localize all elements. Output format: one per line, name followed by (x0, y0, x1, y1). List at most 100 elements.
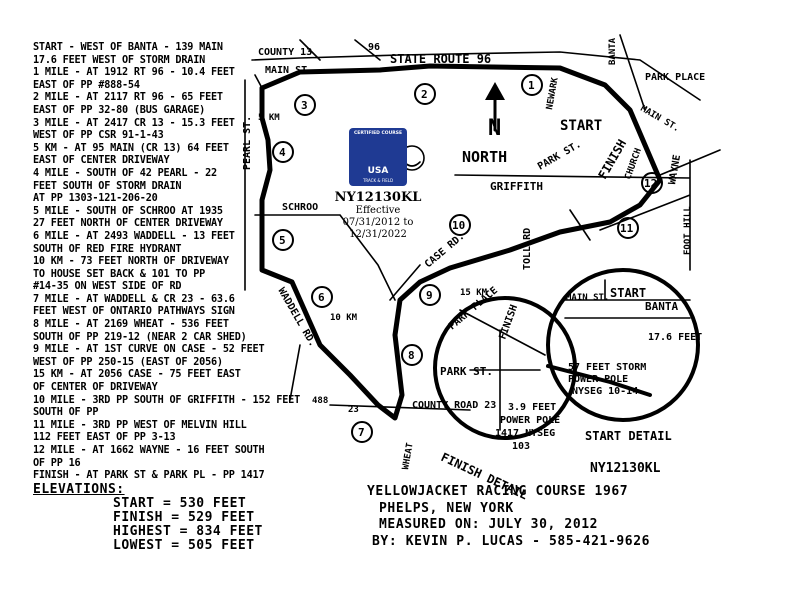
road-county-13: COUNTY 13 (258, 47, 312, 58)
road-main-st-right: MAIN ST. (639, 104, 682, 134)
finish-detail-park-st: PARK ST. (440, 365, 493, 378)
cert-code: NY12130KL (334, 190, 422, 205)
road-23: 23 (348, 405, 359, 415)
legend-line: 10 KM - 73 FEET NORTH OF DRIVEWAY (33, 256, 229, 268)
start-detail-dist: 17.6 FEET (648, 332, 702, 343)
certification-block: CERTIFIED COURSE USA TRACK & FIELD NY121… (318, 128, 438, 241)
legend-line: EAST OF PP #888-54 (33, 79, 140, 91)
elevation-line: FINISH = 529 FEET (113, 509, 255, 525)
legend-line: EAST OF CENTER DRIVEWAY (33, 155, 170, 167)
finish-detail-dist: 3.9 FEET (508, 402, 556, 413)
start-detail-pole: POWER POLE (568, 374, 628, 385)
legend-line: 12 MILE - AT 1662 WAYNE - 16 FEET SOUTH (33, 445, 265, 456)
cert-effective-end: 12/31/2022 (349, 229, 407, 240)
logo-bottom-text: TRACK & FIELD (362, 178, 394, 183)
footer-measurer: BY: KEVIN P. LUCAS - 585-421-9626 (372, 533, 651, 549)
start-detail-start: START (610, 286, 646, 300)
legend-line: TO HOUSE SET BACK & 101 TO PP (33, 268, 206, 280)
north-n: N (488, 116, 501, 141)
finish-detail-pole: POWER POLE (500, 415, 560, 426)
road-96: 96 (368, 42, 380, 53)
legend-line: FINISH - AT PARK ST & PARK PL - PP 1417 (33, 470, 265, 482)
road-church: CHURCH (623, 147, 644, 181)
course-route (259, 63, 663, 421)
elevation-line: HIGHEST = 834 FEET (113, 523, 263, 539)
road-foot-hill: FOOT HILL (683, 206, 693, 255)
mile-1: 1 (528, 79, 535, 92)
mile-11: 11 (620, 222, 634, 235)
mile-5: 5 (279, 234, 286, 247)
legend-line: 112 FEET EAST OF PP 3-13 (33, 432, 176, 444)
mile-10: 10 (452, 219, 465, 232)
road-toll-rd: TOLL RD (522, 228, 533, 270)
elevations-title: ELEVATIONS: (33, 481, 125, 497)
north-label: NORTH (462, 148, 507, 166)
mile-12: 12 (644, 177, 657, 190)
road-488: 488 (312, 396, 328, 406)
legend-line: SOUTH OF PP (33, 407, 99, 419)
logo-top-text: CERTIFIED COURSE (353, 131, 403, 136)
legend-line: 11 MILE - 3RD PP WEST OF MELVIN HILL (33, 419, 247, 431)
detail-code: NY12130KL (590, 461, 661, 476)
mile-4: 4 (279, 146, 286, 159)
legend-line: EAST OF PP 32-80 (BUS GARAGE) (33, 104, 206, 116)
road-lines (244, 34, 721, 411)
legend-line: WEST OF PP 250-15 (EAST OF 2056) (33, 356, 223, 368)
finish-detail-pole-num: 103 (512, 441, 530, 452)
footer-course-name: YELLOWJACKET RACING COURSE 1967 (367, 484, 629, 499)
legend-line: SOUTH OF PP 219-12 (NEAR 2 CAR SHED) (33, 331, 247, 343)
start-detail-pole-id: NYSEG 10-14 (572, 386, 638, 397)
legend-line: 15 KM - AT 2056 CASE - 75 FEET EAST (33, 369, 241, 381)
usatf-logo: CERTIFIED COURSE USA TRACK & FIELD (349, 128, 407, 186)
mile-2: 2 (421, 88, 428, 101)
mile-8: 8 (408, 349, 415, 362)
legend-line: OF CENTER OF DRIVEWAY (33, 382, 158, 394)
finish-detail-pole-id: 1417 NYSEG (495, 428, 555, 439)
legend-line: START - WEST OF BANTA - 139 MAIN (33, 42, 223, 53)
legend-line: FEET SOUTH OF STORM DRAIN (33, 180, 182, 192)
mile-3: 3 (301, 99, 308, 112)
course-footer: YELLOWJACKET RACING COURSE 1967 PHELPS, … (367, 484, 787, 550)
cert-effective-dates: 07/31/2012 to (342, 217, 414, 228)
road-county-road-23: COUNTY ROAD 23 (412, 400, 496, 411)
footer-location: PHELPS, NEW YORK (379, 500, 514, 516)
start-label: START (560, 118, 602, 134)
start-detail-circle (546, 268, 700, 422)
legend-line: 5 MILE - SOUTH OF SCHROO AT 1935 (33, 205, 223, 217)
finish-detail-finish: FINISH (497, 303, 520, 341)
road-griffith: GRIFFITH (490, 180, 543, 193)
legend-line: 10 MILE - 3RD PP SOUTH OF GRIFFITH - 152… (33, 394, 301, 406)
road-state-route-96: STATE ROUTE 96 (390, 52, 491, 66)
elevation-line: START = 530 FEET (113, 495, 247, 511)
legend-line: 6 MILE - AT 2493 WADDELL - 13 FEET (33, 230, 235, 242)
start-detail-storm: 57 FEET STORM (568, 362, 646, 373)
footer-measured: MEASURED ON: JULY 30, 2012 (379, 517, 599, 532)
km15-label: 15 KM (460, 288, 488, 298)
road-main-st: MAIN ST. (265, 65, 313, 76)
legend-line: 4 MILE - SOUTH OF 42 PEARL - 22 (33, 167, 217, 179)
legend-line: 2 MILE - AT 2117 RT 96 - 65 FEET (33, 92, 223, 104)
finish-detail-circle (433, 296, 577, 440)
road-newark: NEWARK (545, 76, 561, 110)
km10-label: 10 KM (330, 313, 358, 323)
legend-line: 8 MILE - AT 2169 WHEAT - 536 FEET (33, 319, 229, 331)
road-pearl: PEARL ST. (242, 116, 253, 170)
legend-line: 27 FEET NORTH OF CENTER DRIVEWAY (33, 218, 223, 230)
mile-7: 7 (358, 426, 365, 439)
road-wheat: WHEAT (401, 442, 416, 471)
legend-line: OF PP 16 (33, 457, 81, 469)
legend-line: AT PP 1303-121-206-20 (33, 193, 158, 205)
road-park-place: PARK PLACE (645, 72, 705, 83)
km5-label: 5 KM (258, 113, 280, 123)
elevation-line: LOWEST = 505 FEET (113, 537, 255, 553)
legend-line: 1 MILE - AT 1912 RT 96 - 10.4 FEET (33, 67, 235, 79)
legend-line: WEST OF PP CSR 91-1-43 (33, 130, 164, 142)
legend-line: 17.6 FEET WEST OF STORM DRAIN (33, 54, 206, 66)
legend-line: #14-35 ON WEST SIDE OF RD (33, 281, 182, 293)
logo-mid-text: USA (367, 166, 389, 176)
